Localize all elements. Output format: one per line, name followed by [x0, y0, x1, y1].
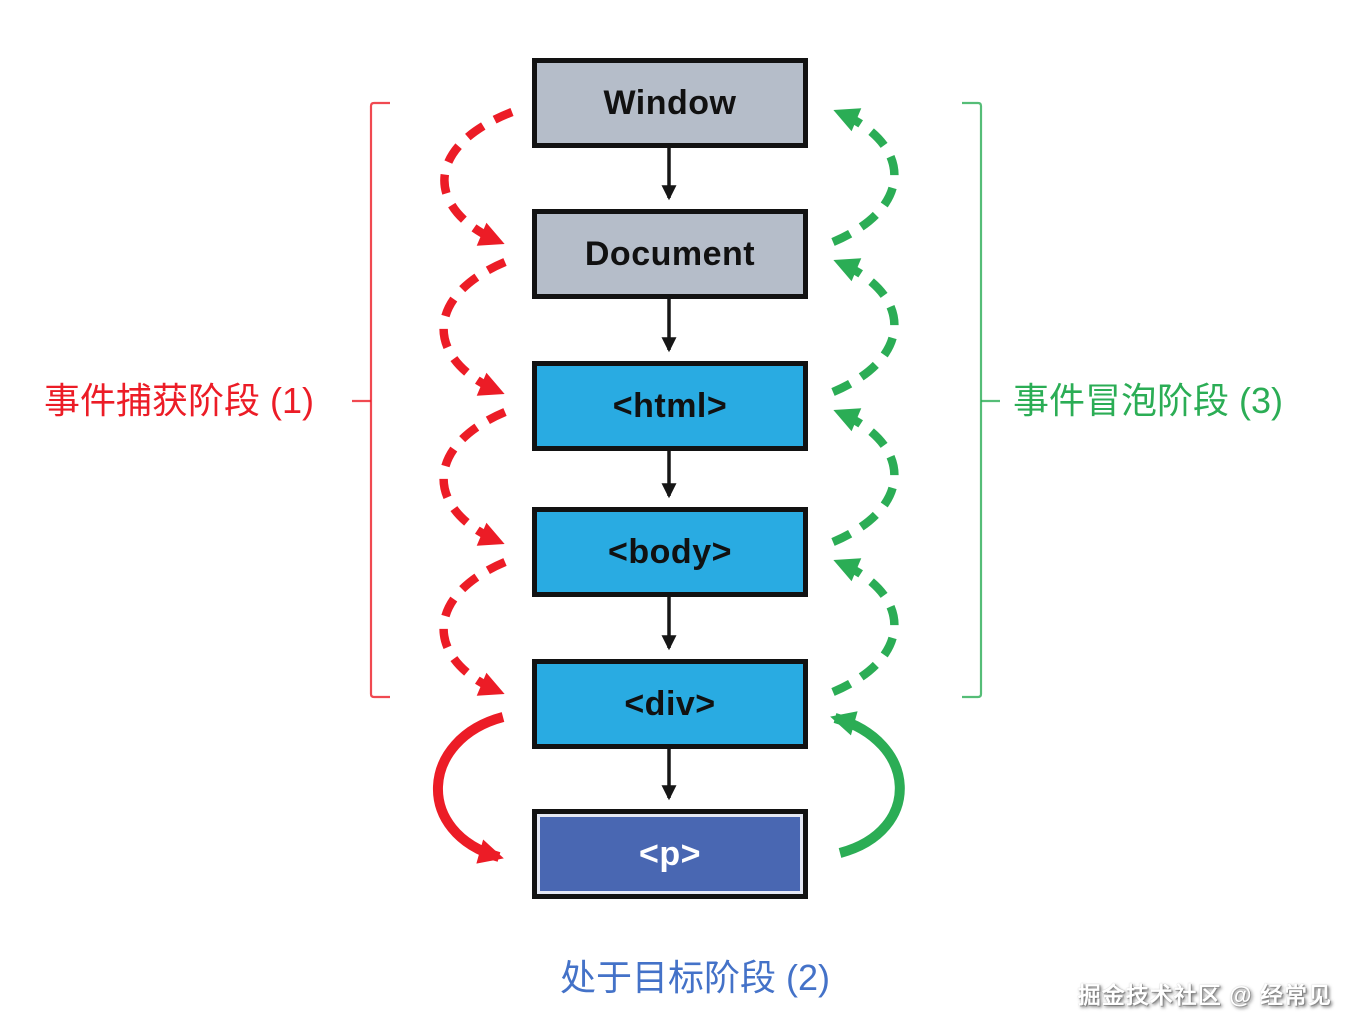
- bubble-arc-2: [831, 408, 899, 546]
- node-html-label: <html>: [612, 386, 728, 425]
- node-div-label: <div>: [624, 684, 716, 723]
- node-div: <div>: [532, 659, 808, 749]
- node-document: Document: [532, 209, 808, 299]
- capture-phase-label: 事件捕获阶段 (1): [44, 380, 315, 421]
- bubble-arc-1: [831, 558, 899, 696]
- capture-arc-1: [440, 108, 514, 246]
- target-phase-label: 处于目标阶段 (2): [559, 957, 830, 998]
- capture-bracket: [352, 101, 390, 699]
- bubble-bracket: [962, 101, 1000, 699]
- capture-arc-3: [439, 408, 507, 546]
- node-window-label: Window: [603, 83, 737, 122]
- capture-arc-4: [439, 558, 507, 696]
- node-p-label: <p>: [639, 834, 701, 873]
- node-document-label: Document: [584, 234, 756, 273]
- node-p: <p>: [532, 809, 808, 899]
- bubble-arc-4: [831, 108, 899, 246]
- bubble-arc-3: [831, 258, 899, 396]
- node-window: Window: [532, 58, 808, 148]
- capture-phase-arrows: [439, 108, 514, 696]
- bubble-arc-target: [830, 711, 905, 858]
- node-body: <body>: [532, 507, 808, 597]
- capture-arc-target: [433, 712, 505, 864]
- bubble-phase-arrows: [831, 108, 899, 696]
- capture-arc-2: [439, 258, 507, 396]
- bubble-phase-label: 事件冒泡阶段 (3): [1013, 380, 1284, 421]
- node-html: <html>: [532, 361, 808, 451]
- node-body-label: <body>: [608, 532, 732, 571]
- watermark: 掘金技术社区 @ 经常见: [1077, 982, 1332, 1008]
